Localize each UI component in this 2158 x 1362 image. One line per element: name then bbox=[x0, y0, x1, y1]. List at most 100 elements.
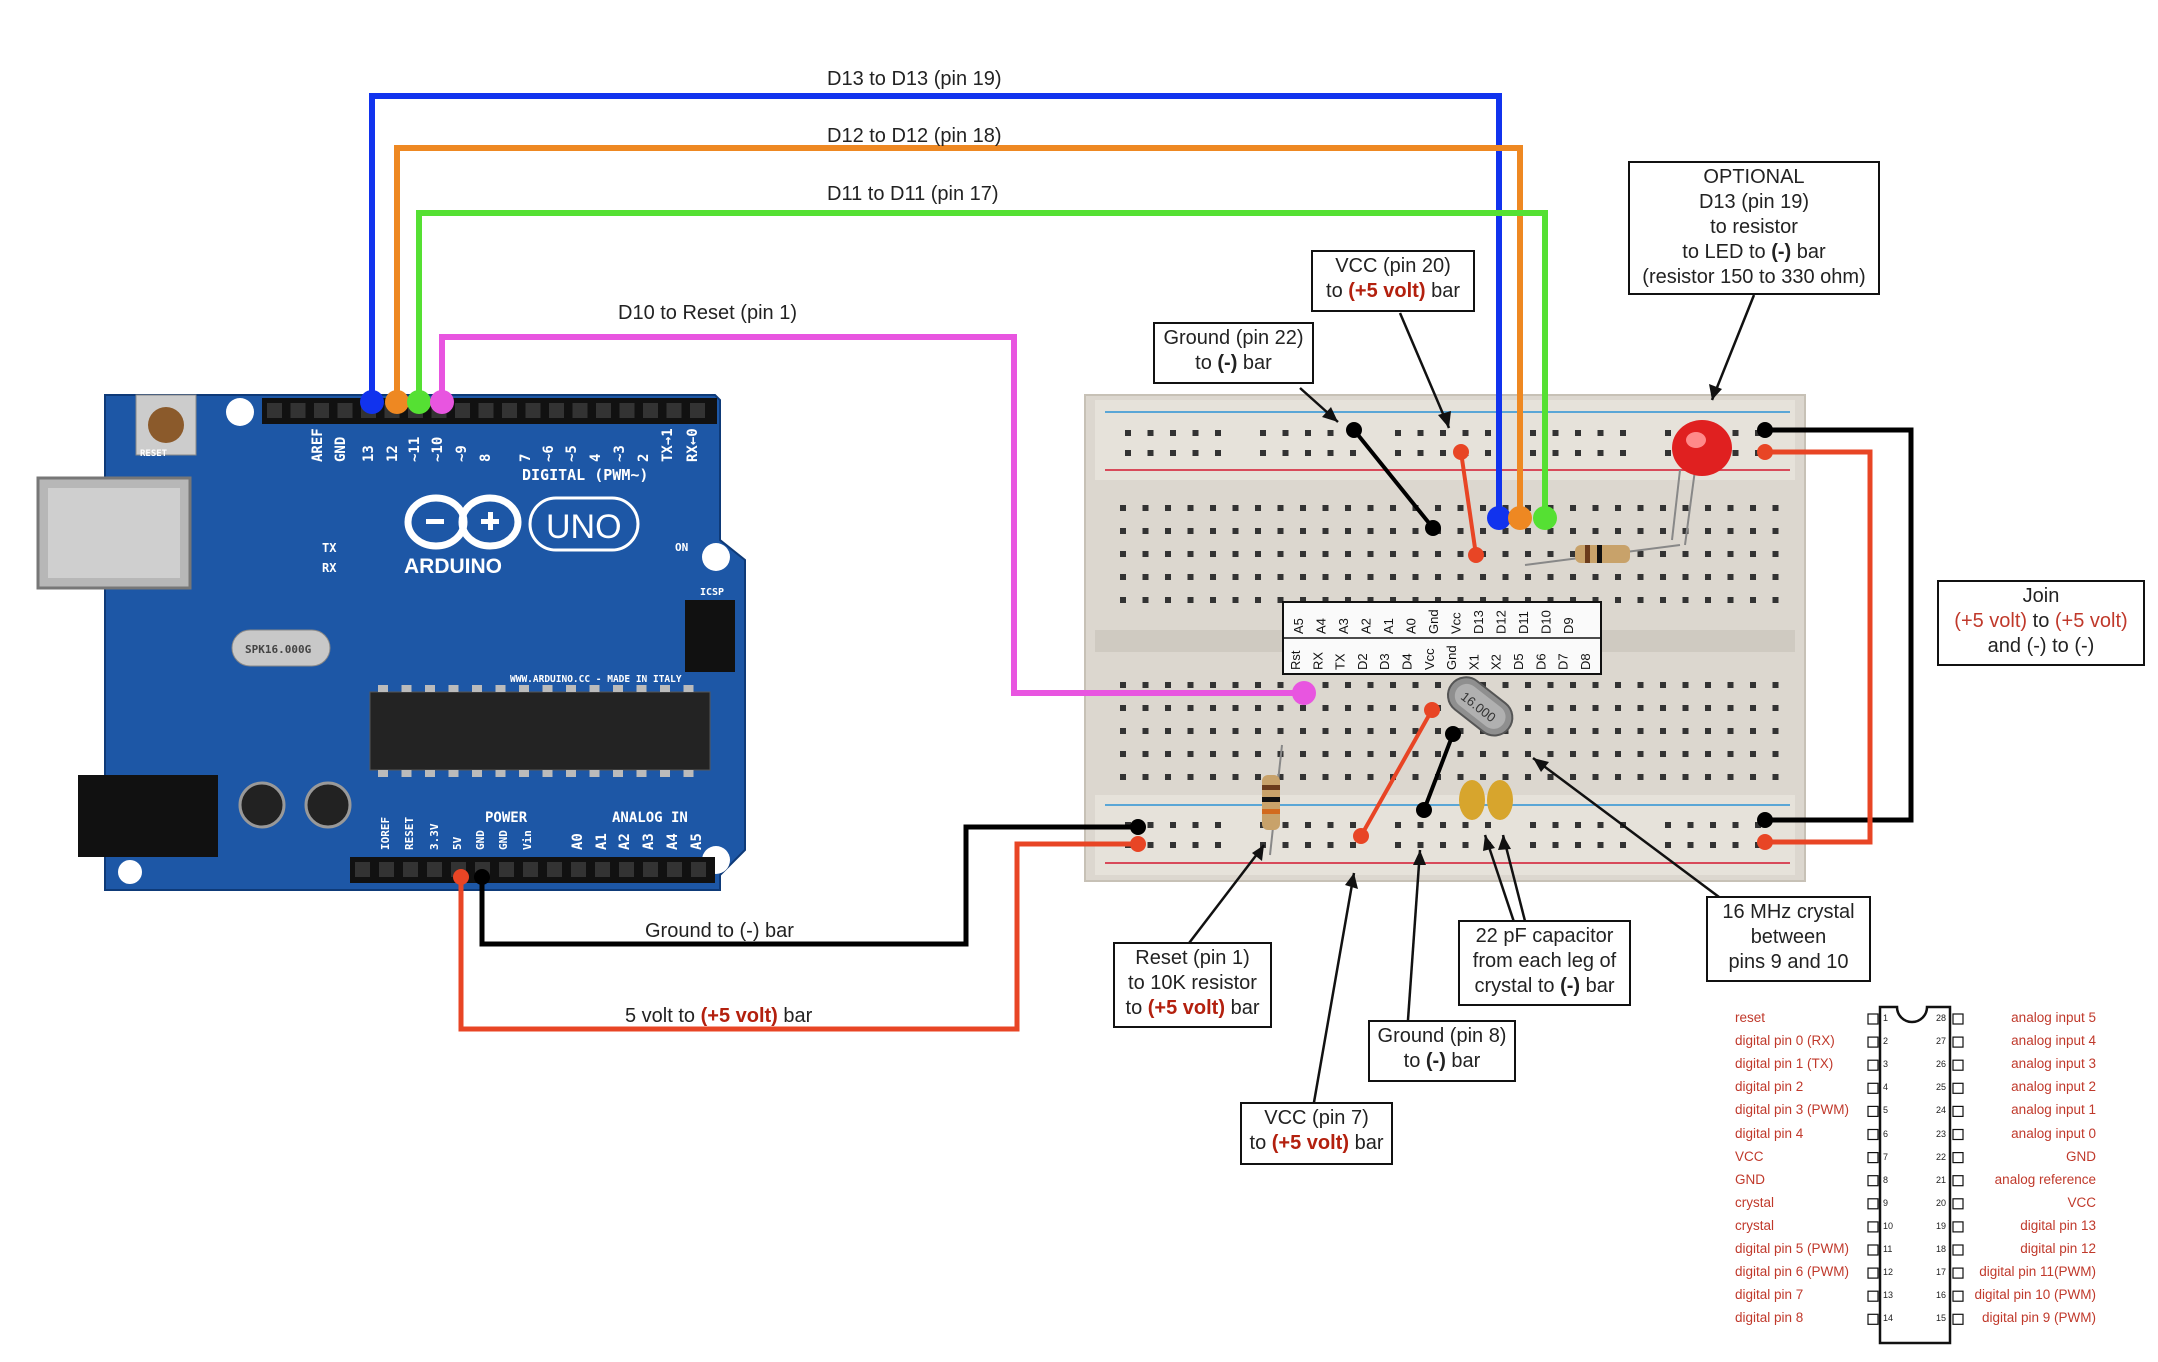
chip-pin-label-top: A1 bbox=[1381, 618, 1396, 634]
rx-label: RX bbox=[322, 561, 337, 575]
chip-pin-label-bottom: TX bbox=[1333, 653, 1348, 670]
chip-pin-label-bottom: X2 bbox=[1489, 654, 1504, 670]
jumper-gnd22 bbox=[1352, 428, 1435, 530]
callout-vcc-pin7: VCC (pin 7) to (+5 volt) bar bbox=[1240, 1102, 1393, 1165]
power-pin-label: IOREF bbox=[379, 817, 392, 850]
digital-pin-label: ~11 bbox=[407, 437, 423, 462]
pinout-left-number: 3 bbox=[1883, 1059, 1889, 1070]
callout-optional-led: OPTIONAL D13 (pin 19) to resistor to LED… bbox=[1628, 161, 1880, 295]
chip-pin-label-bottom: D5 bbox=[1511, 653, 1526, 670]
wire-d11 bbox=[416, 210, 1548, 518]
icsp-label: ICSP bbox=[700, 587, 724, 598]
pinout-left-label: digital pin 0 (RX) bbox=[1735, 1033, 1835, 1049]
wire-d10 bbox=[439, 334, 1304, 696]
pinout-left-label: digital pin 8 bbox=[1735, 1310, 1804, 1326]
analog-pin-label: A3 bbox=[641, 833, 657, 850]
wire-d12 bbox=[394, 145, 1523, 518]
capacitor-22pf bbox=[1459, 780, 1485, 820]
chip-pin-label-top: A0 bbox=[1404, 618, 1419, 634]
chip-pin-label-top: D12 bbox=[1494, 610, 1509, 634]
digital-pin-label: ~10 bbox=[430, 437, 446, 462]
pinout-left-number: 1 bbox=[1883, 1013, 1889, 1023]
pinout-right-number: 17 bbox=[1936, 1267, 1947, 1278]
pinout-left-label: digital pin 6 (PWM) bbox=[1735, 1264, 1850, 1280]
resistor-led bbox=[1524, 544, 1681, 566]
pinout-right-label: digital pin 11(PWM) bbox=[1979, 1264, 2096, 1280]
digital-pin-label: RX←0 bbox=[685, 428, 701, 462]
callout-pointers bbox=[1182, 294, 1756, 1109]
callout-reset-pin1: Reset (pin 1) to 10K resistor to (+5 vol… bbox=[1113, 942, 1272, 1028]
analog-label: ANALOG IN bbox=[612, 810, 688, 826]
callout-vcc-pin20: VCC (pin 20) to (+5 volt) bar bbox=[1311, 250, 1475, 312]
label-d11: D11 to D11 (pin 17) bbox=[827, 183, 999, 205]
chip-pin-label-top: D9 bbox=[1561, 617, 1576, 634]
dc-jack bbox=[78, 775, 218, 857]
pinout-left-label: VCC bbox=[1735, 1148, 1764, 1164]
pinout-right-number: 27 bbox=[1936, 1036, 1947, 1047]
digital-pin-label: TX→1 bbox=[660, 428, 676, 462]
pinout-right-label: analog input 4 bbox=[2011, 1033, 2096, 1049]
digital-pin-label: ~6 bbox=[541, 445, 557, 462]
chip-pin-label-bottom: X1 bbox=[1466, 654, 1481, 670]
pinout-right-number: 18 bbox=[1936, 1244, 1947, 1254]
board-crystal bbox=[231, 629, 331, 667]
pinout-right-label: analog input 5 bbox=[2011, 1010, 2096, 1025]
pinout-right-number: 26 bbox=[1936, 1059, 1947, 1070]
pinout-right-number: 24 bbox=[1936, 1105, 1947, 1116]
callout-ground-pin8: Ground (pin 8) to (-) bar bbox=[1368, 1020, 1516, 1082]
atmega-chip bbox=[369, 691, 711, 771]
pinout-left-label: digital pin 3 (PWM) bbox=[1735, 1102, 1850, 1118]
pinout-right-label: analog input 1 bbox=[2011, 1102, 2096, 1118]
pinout-right-number: 20 bbox=[1936, 1197, 1947, 1208]
pinout-left-number: 7 bbox=[1883, 1151, 1889, 1162]
power-label: POWER bbox=[485, 810, 528, 826]
chip-pin-label-top: A4 bbox=[1314, 618, 1329, 634]
chip-pin-label-top: Vcc bbox=[1449, 612, 1464, 634]
power-pin-label: GND bbox=[474, 830, 487, 850]
pinout-right-number: 22 bbox=[1936, 1151, 1947, 1162]
pinout-right-number: 21 bbox=[1936, 1174, 1947, 1185]
callout-capacitor: 22 pF capacitor from each leg of crystal… bbox=[1458, 920, 1631, 1006]
jumper-vcc20 bbox=[1459, 451, 1478, 556]
pinout-left-label: digital pin 1 (TX) bbox=[1735, 1056, 1834, 1072]
pinout-right-number: 15 bbox=[1936, 1313, 1947, 1324]
board-capacitor bbox=[304, 781, 352, 829]
arduino-url: WWW.ARDUINO.CC - MADE IN ITALY bbox=[510, 674, 682, 685]
pinout-left-label: digital pin 5 (PWM) bbox=[1735, 1241, 1850, 1256]
pinout-left-number: 14 bbox=[1883, 1313, 1894, 1324]
chip-pin-label-top: A3 bbox=[1336, 618, 1351, 634]
chip-pin-label-bottom: D2 bbox=[1355, 653, 1370, 670]
pinout-left-label: GND bbox=[1735, 1171, 1765, 1187]
arduino-brand: ARDUINO bbox=[404, 555, 502, 578]
chip-pin-label-bottom: D6 bbox=[1533, 653, 1548, 670]
analog-pin-label: A2 bbox=[617, 833, 633, 850]
wire-5v bbox=[458, 841, 1138, 1032]
label-5v: 5 volt to (+5 volt) bar bbox=[625, 1005, 813, 1027]
pinout-diagram bbox=[1867, 1005, 1964, 1345]
digital-pin-label: AREF bbox=[310, 428, 326, 462]
power-pin-label: GND bbox=[497, 830, 510, 850]
callout-join: Join (+5 volt) to (+5 volt) and (-) to (… bbox=[1937, 580, 2145, 666]
pinout-right-label: VCC bbox=[2067, 1194, 2096, 1210]
wire-d13 bbox=[369, 93, 1502, 518]
pinout-left-number: 12 bbox=[1883, 1267, 1894, 1278]
wires bbox=[360, 93, 1914, 1032]
resistor-10k bbox=[1262, 744, 1283, 856]
chip-pin-label-bottom: D8 bbox=[1578, 653, 1593, 670]
pinout-left-label: digital pin 2 bbox=[1735, 1079, 1804, 1095]
callout-ground-pin22: Ground (pin 22) to (-) bar bbox=[1153, 322, 1314, 384]
pinout-right-label: analog input 2 bbox=[2011, 1079, 2096, 1095]
icsp-header bbox=[685, 600, 735, 672]
label-d12: D12 to D12 (pin 18) bbox=[827, 125, 1002, 147]
pinout-left-number: 8 bbox=[1883, 1174, 1889, 1185]
callout-crystal: 16 MHz crystal between pins 9 and 10 bbox=[1706, 896, 1871, 982]
reset-label: RESET bbox=[140, 449, 168, 459]
digital-pin-label: 4 bbox=[588, 454, 604, 462]
chip-pin-label-bottom: Vcc bbox=[1422, 648, 1437, 670]
digital-pin-label: ~5 bbox=[564, 445, 580, 462]
pinout-left-label: crystal bbox=[1735, 1217, 1775, 1233]
pinout-right-number: 23 bbox=[1936, 1128, 1947, 1139]
